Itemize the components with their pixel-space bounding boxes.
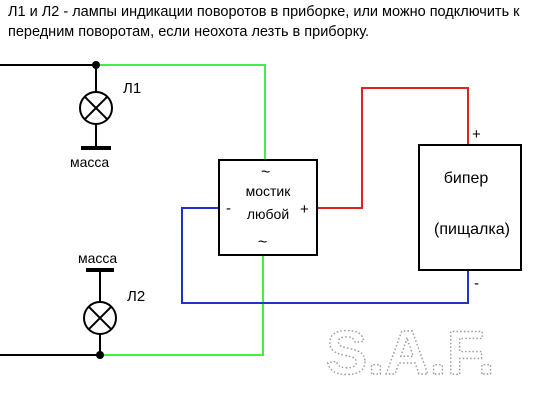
lamp-1-ground-label: масса: [70, 154, 109, 170]
junction-dot-bottom: [96, 351, 104, 359]
lamp-1-label: Л1: [123, 80, 141, 97]
bridge-label-line1: мостик: [246, 183, 292, 199]
beeper-label-line2: (пищалка): [434, 221, 510, 238]
bridge-ac-bottom: ~: [258, 234, 267, 251]
beeper-label-line1: бипер: [444, 170, 489, 187]
wire-green-top: [96, 64, 266, 160]
lamp-2-label: Л2: [127, 288, 145, 305]
beeper-minus: -: [474, 275, 479, 292]
lamp-2-ground-label: масса: [78, 250, 117, 266]
watermark: S.A.F.: [326, 319, 495, 388]
wire-red: [317, 87, 469, 209]
bridge-label-line2: любой: [247, 206, 289, 222]
wire-green-bottom: [100, 255, 264, 356]
junction-dot-top: [92, 61, 100, 69]
bridge-plus: +: [300, 201, 309, 218]
bridge-box: [218, 159, 318, 256]
bridge-ac-top: ~: [261, 164, 270, 181]
caption: Л1 и Л2 - лампы индикации поворотов в пр…: [8, 4, 520, 40]
lamp-1-icon: [79, 91, 113, 125]
wire-blue: [181, 207, 469, 304]
bridge-minus: -: [226, 200, 231, 217]
beeper-box: [418, 144, 522, 271]
beeper-plus: +: [472, 126, 481, 143]
lamp-2-icon: [83, 301, 117, 335]
